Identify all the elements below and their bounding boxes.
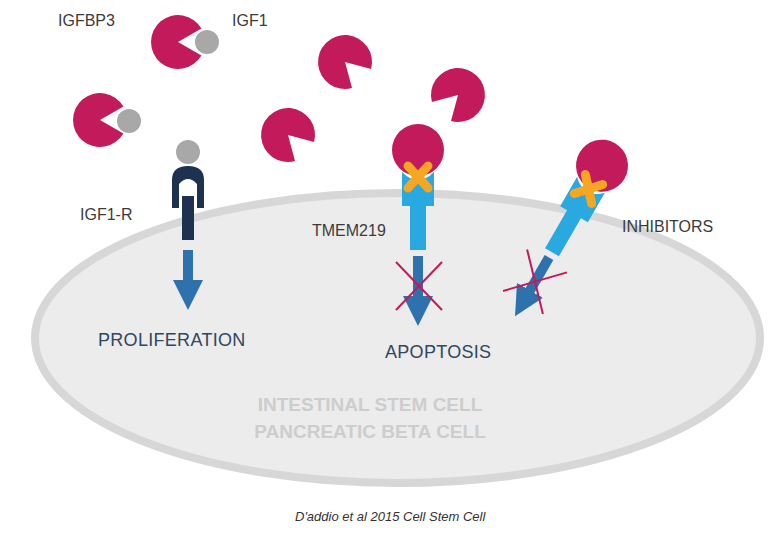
igf1-receptor-stem (182, 196, 194, 240)
igfbp3-protein (73, 93, 123, 147)
inhibitor-cross (408, 166, 428, 188)
protein-label: IGF1 (232, 12, 268, 30)
igf1-ligand (117, 109, 141, 133)
igfbp3-protein (151, 15, 201, 69)
igfbp3-protein (261, 108, 315, 162)
inhibited-receptor (500, 130, 637, 315)
outcome-label: APOPTOSIS (385, 342, 491, 363)
inhibitor-label: INHIBITORS (622, 218, 713, 236)
receptor-label: IGF1-R (80, 206, 132, 224)
outcome-label: PROLIFERATION (98, 330, 246, 351)
receptor-label: TMEM219 (312, 222, 386, 240)
cell-type-label: INTESTINAL STEM CELL PANCREATIC BETA CEL… (235, 391, 505, 445)
signal-arrow (183, 250, 193, 292)
igf1-ligand (195, 30, 219, 54)
citation-caption: D'addio et al 2015 Cell Stem Cell (295, 509, 485, 524)
igf1-ligand (176, 140, 200, 164)
igfbp3-protein (318, 35, 372, 89)
protein-label: IGFBP3 (58, 12, 115, 30)
igfbp3-protein (431, 68, 485, 122)
igfbp3-protein (392, 124, 444, 176)
block-cross (396, 262, 442, 310)
